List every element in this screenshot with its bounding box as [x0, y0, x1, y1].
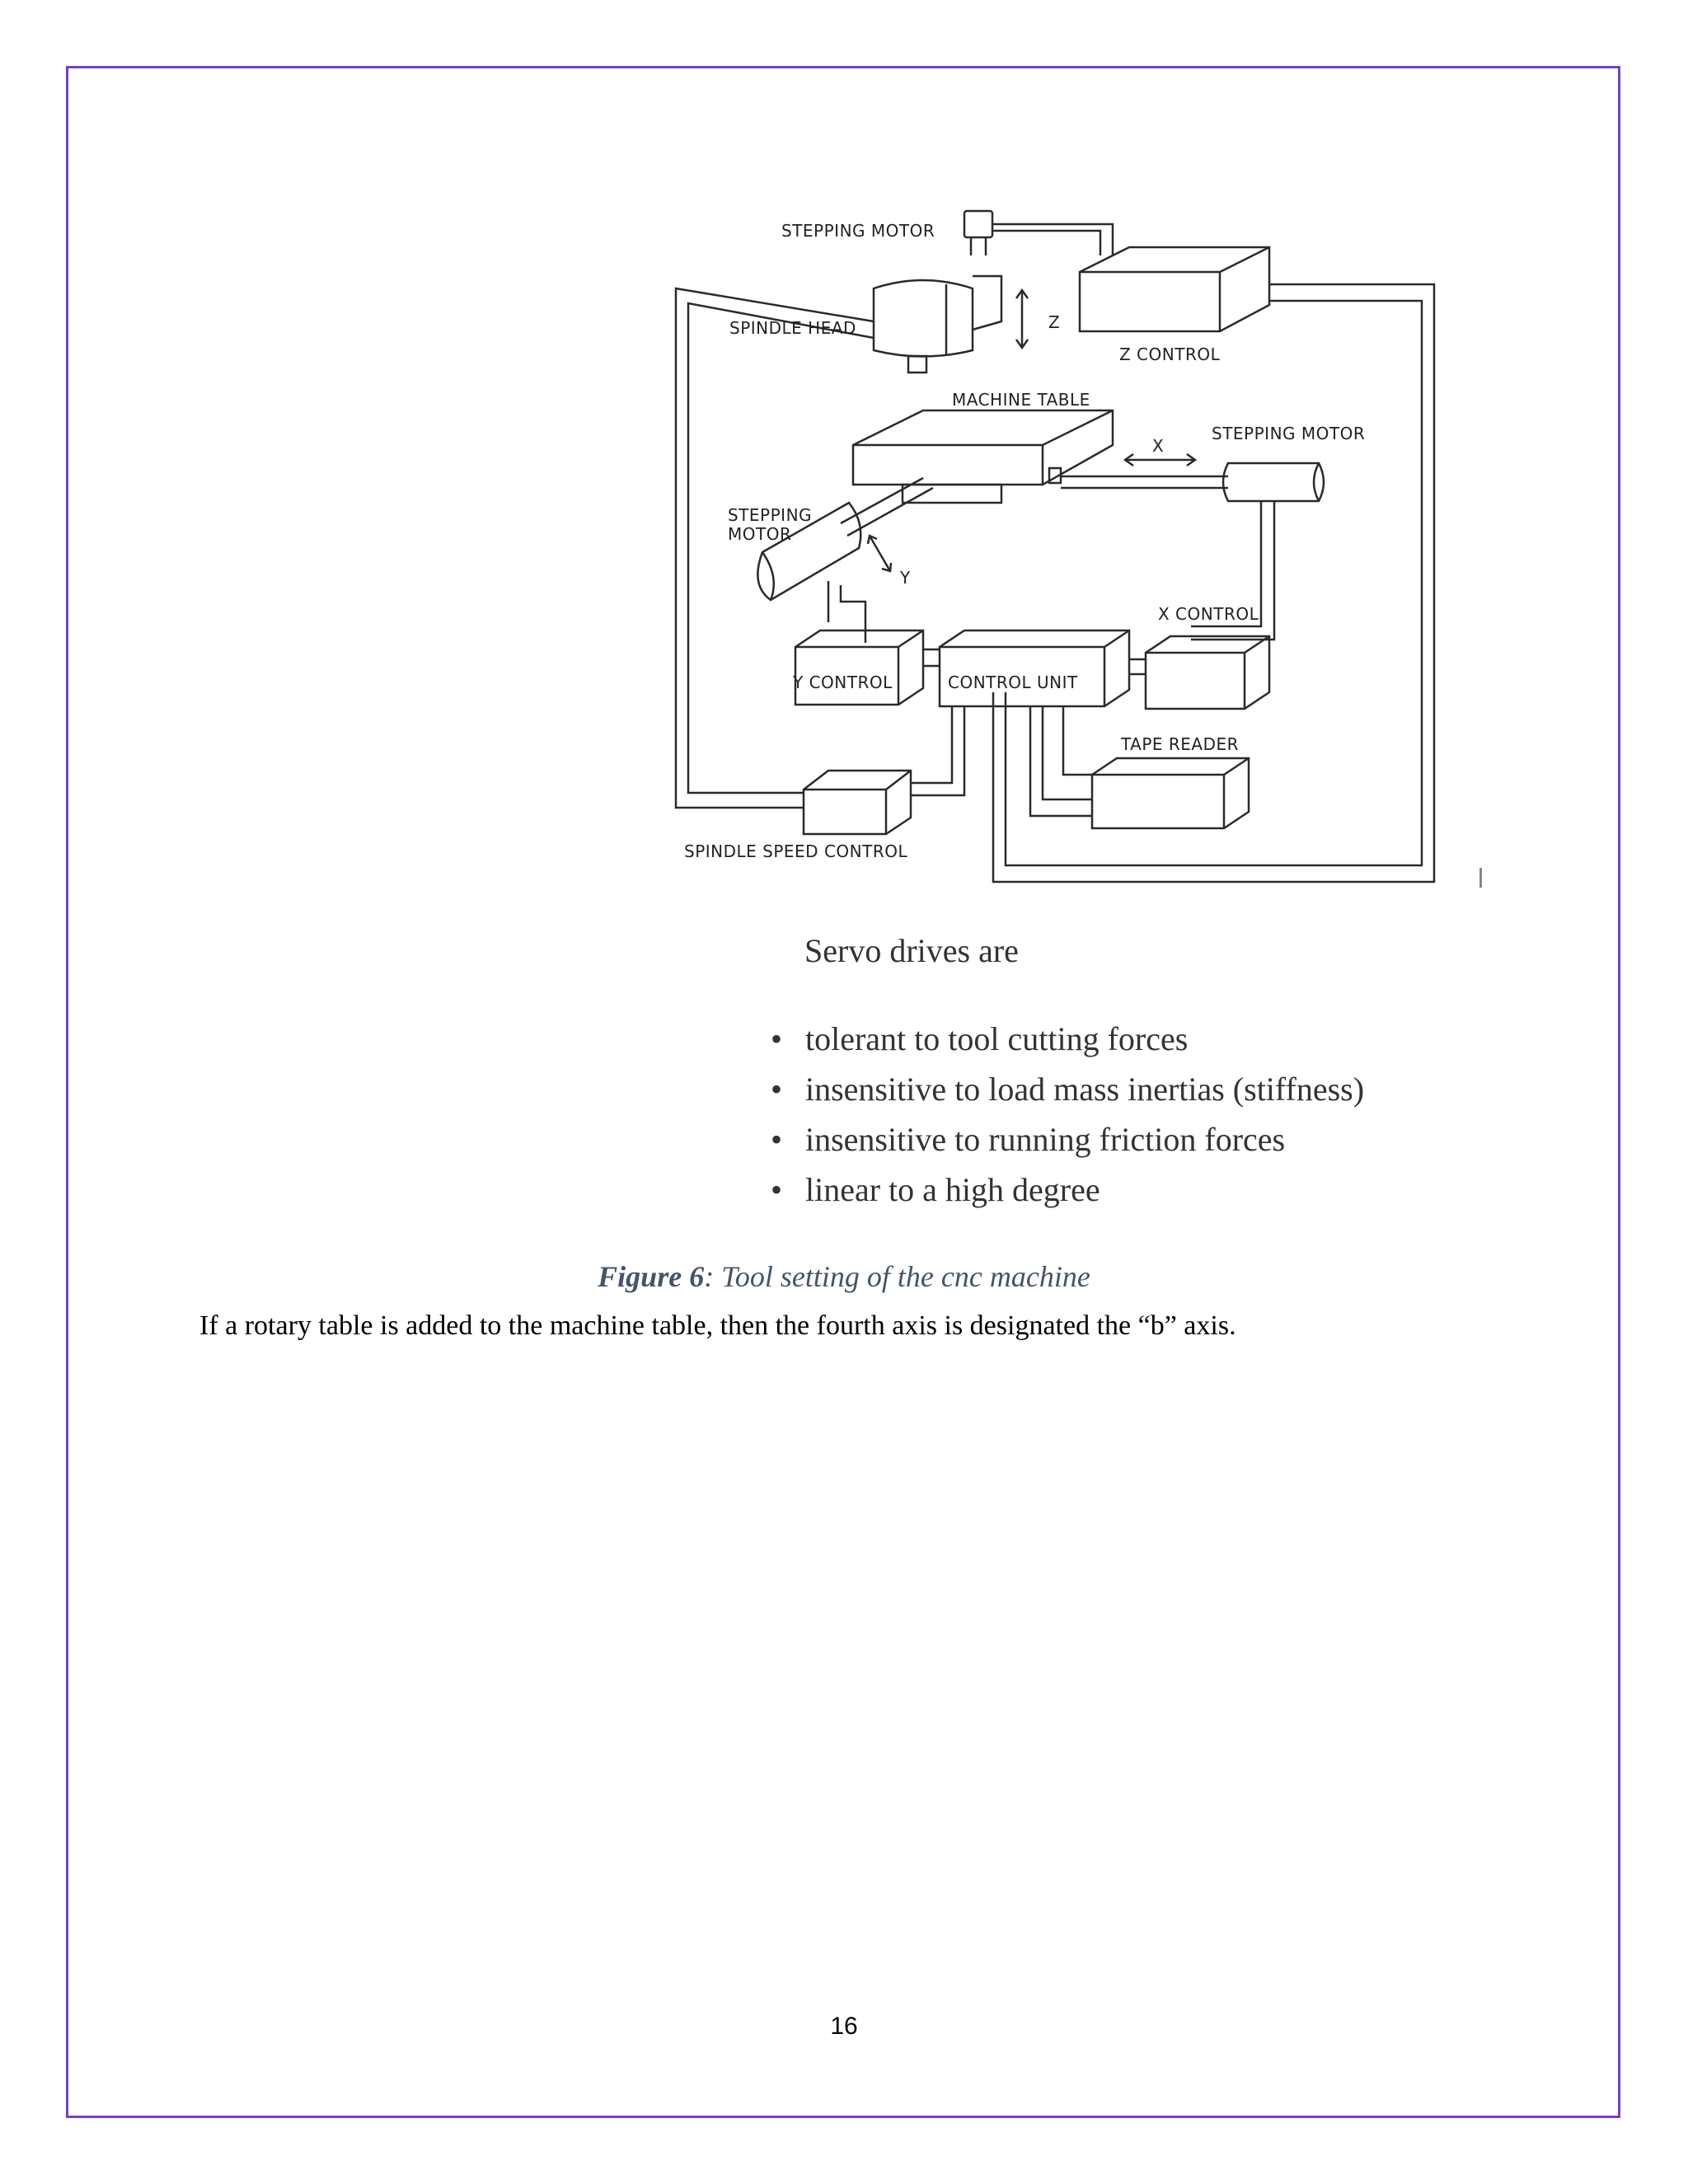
label-stepping-motor-left-line1: STEPPING — [728, 505, 812, 525]
scan-artifact-mark — [1479, 868, 1482, 888]
label-x-control: X CONTROL — [1158, 604, 1259, 624]
wire-outer-left-inner — [687, 302, 874, 794]
left-stepping-motor — [757, 501, 862, 602]
spindle-head — [872, 279, 974, 358]
page-border — [66, 66, 1620, 2118]
label-tape-reader: TAPE READER — [1120, 734, 1239, 754]
figure-caption: Figure 6: Tool setting of the cnc machin… — [0, 1259, 1688, 1294]
figure-caption-label: Figure 6 — [598, 1260, 705, 1293]
list-item-text: insensitive to running friction forces — [805, 1121, 1286, 1158]
cnc-diagram-figure: STEPPING MOTOR SPINDLE HEAD Z Z CONTROL … — [618, 198, 1484, 1236]
figure-caption-text: : Tool setting of the cnc machine — [704, 1260, 1090, 1293]
list-item: • insensitive to running friction forces — [771, 1114, 1364, 1165]
label-stepping-motor-top: STEPPING MOTOR — [781, 221, 935, 241]
wire-outer-right-inner — [1004, 299, 1423, 867]
tape-reader-box — [1090, 757, 1250, 830]
y-control-box — [794, 629, 925, 706]
list-item: • linear to a high degree — [771, 1165, 1364, 1215]
wire-outer-right — [992, 283, 1436, 883]
spindle-speed-control-box — [802, 769, 912, 836]
bullet-glyph: • — [771, 1171, 783, 1208]
label-stepping-motor-right: STEPPING MOTOR — [1212, 424, 1365, 443]
servo-properties-list: • tolerant to tool cutting forces • insens… — [771, 1014, 1364, 1215]
page-number: 16 — [830, 2013, 858, 2040]
bullet-glyph: • — [771, 1020, 783, 1057]
top-motor-body — [963, 209, 994, 239]
cnc-diagram: STEPPING MOTOR SPINDLE HEAD Z Z CONTROL … — [674, 209, 1436, 883]
servo-heading: Servo drives are — [804, 932, 1019, 969]
body-paragraph: If a rotary table is added to the machin… — [199, 1310, 1236, 1341]
bullet-glyph: • — [771, 1071, 783, 1108]
list-item: • insensitive to load mass inertias (stif… — [771, 1064, 1364, 1114]
label-machine-table: MACHINE TABLE — [952, 390, 1090, 410]
control-unit-box — [938, 629, 1131, 708]
label-control-unit: CONTROL UNIT — [948, 673, 1078, 692]
bullet-glyph: • — [771, 1121, 783, 1158]
list-item-text: linear to a high degree — [805, 1171, 1100, 1208]
list-item: • tolerant to tool cutting forces — [771, 1014, 1364, 1064]
label-y-control: Y CONTROL — [792, 673, 893, 692]
machine-table — [851, 409, 1114, 486]
list-item-text: insensitive to load mass inertias (stiff… — [805, 1071, 1365, 1108]
list-item-text: tolerant to tool cutting forces — [805, 1020, 1189, 1057]
x-control-box — [1144, 635, 1271, 710]
label-x-axis: X — [1152, 436, 1164, 456]
label-spindle-speed-control: SPINDLE SPEED CONTROL — [684, 841, 907, 861]
label-z-control: Z CONTROL — [1119, 344, 1221, 364]
label-stepping-motor-left-line2: MOTOR — [728, 524, 791, 544]
label-z-axis: Z — [1048, 312, 1060, 332]
label-y-axis: Y — [899, 568, 911, 588]
z-control-box — [1078, 246, 1271, 333]
right-stepping-motor — [1221, 462, 1325, 503]
label-spindle-head: SPINDLE HEAD — [729, 318, 856, 338]
wire-outer-left — [674, 287, 874, 809]
